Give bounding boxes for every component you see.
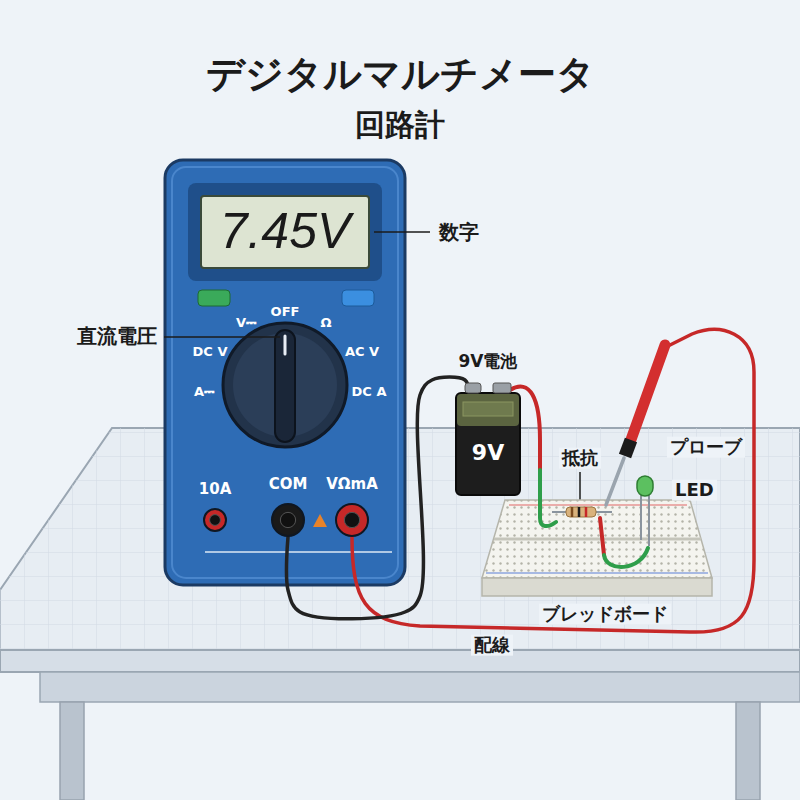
led-symbol	[637, 476, 653, 496]
battery-terminal	[493, 383, 511, 393]
table-leg	[736, 702, 760, 800]
part-label: 抵抗	[559, 448, 601, 469]
dial-pointer	[275, 330, 295, 442]
jumper-wire	[604, 548, 648, 567]
jack-ring	[272, 504, 304, 536]
part-label: プローブ	[667, 437, 745, 458]
probe-tip	[606, 458, 624, 505]
jack-socket	[335, 503, 369, 537]
input-jack: COM	[271, 503, 305, 537]
resistor-symbol	[566, 507, 596, 517]
body-bevel	[172, 167, 398, 578]
lcd-display: 7.45V	[200, 195, 370, 269]
resistor-band	[585, 507, 588, 517]
leader-line	[164, 336, 280, 338]
input-jack: 10A	[203, 508, 227, 532]
callout-label: 直流電圧	[74, 325, 160, 348]
jumper-wire	[600, 518, 604, 555]
jack-ring	[204, 509, 226, 531]
jack-label: COM	[269, 476, 308, 493]
jack-hole	[210, 515, 221, 526]
battery-label: 9V	[472, 440, 504, 465]
part-label: ブレッドボード	[539, 604, 671, 625]
pointer-mark	[284, 336, 287, 354]
breadboard-side	[482, 578, 712, 596]
display-bezel	[188, 183, 382, 281]
battery-heading: 9V電池	[456, 352, 521, 372]
leader-line	[374, 231, 430, 233]
dial-label: Ω	[320, 316, 331, 331]
led-leg	[640, 494, 642, 540]
jack-socket	[271, 503, 305, 537]
dial-label: V⎓	[236, 316, 256, 331]
callout-label: 数字	[436, 221, 482, 244]
dial-label: OFF	[271, 305, 300, 320]
part-label: 配線	[471, 635, 513, 656]
leader-line	[579, 472, 581, 502]
battery-stripe	[463, 402, 513, 416]
jack-hole	[280, 512, 295, 527]
power-rail	[486, 573, 708, 574]
red-test-lead	[352, 330, 754, 633]
test-lead	[286, 377, 469, 619]
rotary-dial	[223, 323, 347, 447]
probe-guard	[625, 440, 631, 456]
blue-button	[342, 290, 374, 306]
dial-label: DC A	[352, 385, 387, 400]
dial-label: DC V	[193, 345, 228, 360]
panel-line	[205, 551, 392, 553]
battery-terminal	[465, 383, 481, 393]
table-apron	[40, 672, 800, 702]
jack-hole	[344, 512, 359, 527]
battery: 9V電池9V	[455, 392, 521, 496]
warning-triangle	[313, 514, 327, 527]
breadboard-holes	[482, 500, 712, 578]
probe-handle	[628, 345, 665, 448]
display-reading: 7.45V	[220, 203, 351, 261]
led-leg	[648, 494, 650, 546]
power-rail	[509, 505, 687, 506]
resistor-band	[571, 507, 574, 517]
green-button	[198, 290, 230, 306]
multimeter-body	[165, 160, 405, 585]
resistor-band	[578, 507, 581, 517]
title: デジタルマルチメータ	[206, 53, 595, 97]
jack-label: 10A	[199, 481, 231, 498]
input-jack: VΩmA	[335, 503, 369, 537]
jack-label: VΩmA	[326, 476, 378, 493]
breadboard-groove	[494, 538, 701, 541]
jack-ring	[336, 504, 368, 536]
table-leg	[60, 702, 84, 800]
jack-socket	[203, 508, 227, 532]
part-label: LED	[672, 480, 717, 501]
table-edge	[0, 650, 800, 672]
green-wire	[540, 470, 556, 526]
dial-label: AC V	[345, 345, 379, 360]
breadboard	[482, 500, 712, 578]
battery-band	[457, 394, 519, 426]
dial-label: A⎓	[194, 385, 214, 400]
subtitle: 回路計	[355, 108, 445, 143]
